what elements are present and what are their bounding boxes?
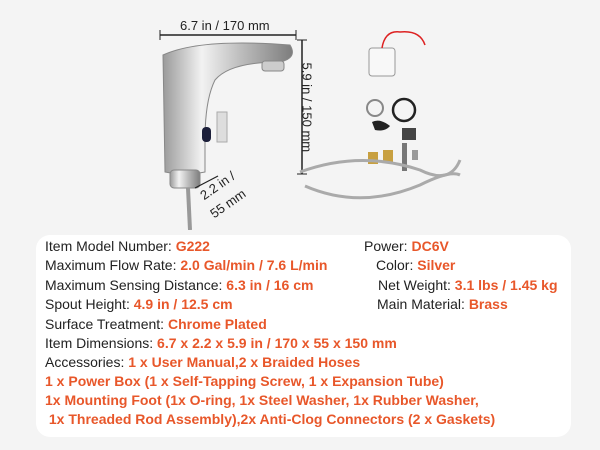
- spec-accessories: Accessories: 1 x User Manual,2 x Braided…: [45, 354, 361, 370]
- accessories-line-1: 1 x Power Box (1 x Self-Tapping Screw, 1…: [45, 373, 444, 389]
- accessories-line-2: 1x Mounting Foot (1x O-ring, 1x Steel Wa…: [45, 392, 479, 408]
- spec-dimensions: Item Dimensions: 6.7 x 2.2 x 5.9 in / 17…: [45, 335, 397, 351]
- spec-model: Item Model Number: G222: [45, 238, 210, 254]
- spec-spout-height: Spout Height: 4.9 in / 12.5 cm: [45, 296, 233, 312]
- spec-power: Power: DC6V: [364, 238, 449, 254]
- specs-panel: [36, 235, 571, 437]
- spec-sensing-distance: Maximum Sensing Distance: 6.3 in / 16 cm: [45, 277, 314, 293]
- spec-material: Main Material: Brass: [377, 296, 508, 312]
- spec-net-weight: Net Weight: 3.1 lbs / 1.45 kg: [378, 277, 558, 293]
- height-dimension-label: 5.9 in / 150 mm: [299, 62, 315, 153]
- width-dimension-label: 6.7 in / 170 mm: [180, 18, 270, 33]
- spec-surface: Surface Treatment: Chrome Plated: [45, 316, 267, 332]
- faucet-image: [159, 30, 462, 230]
- accessories-line-3: 1x Threaded Rod Assembly),2x Anti-Clog C…: [45, 411, 496, 427]
- spec-flow-rate: Maximum Flow Rate: 2.0 Gal/min / 7.6 L/m…: [45, 257, 328, 273]
- spec-color: Color: Silver: [376, 257, 456, 273]
